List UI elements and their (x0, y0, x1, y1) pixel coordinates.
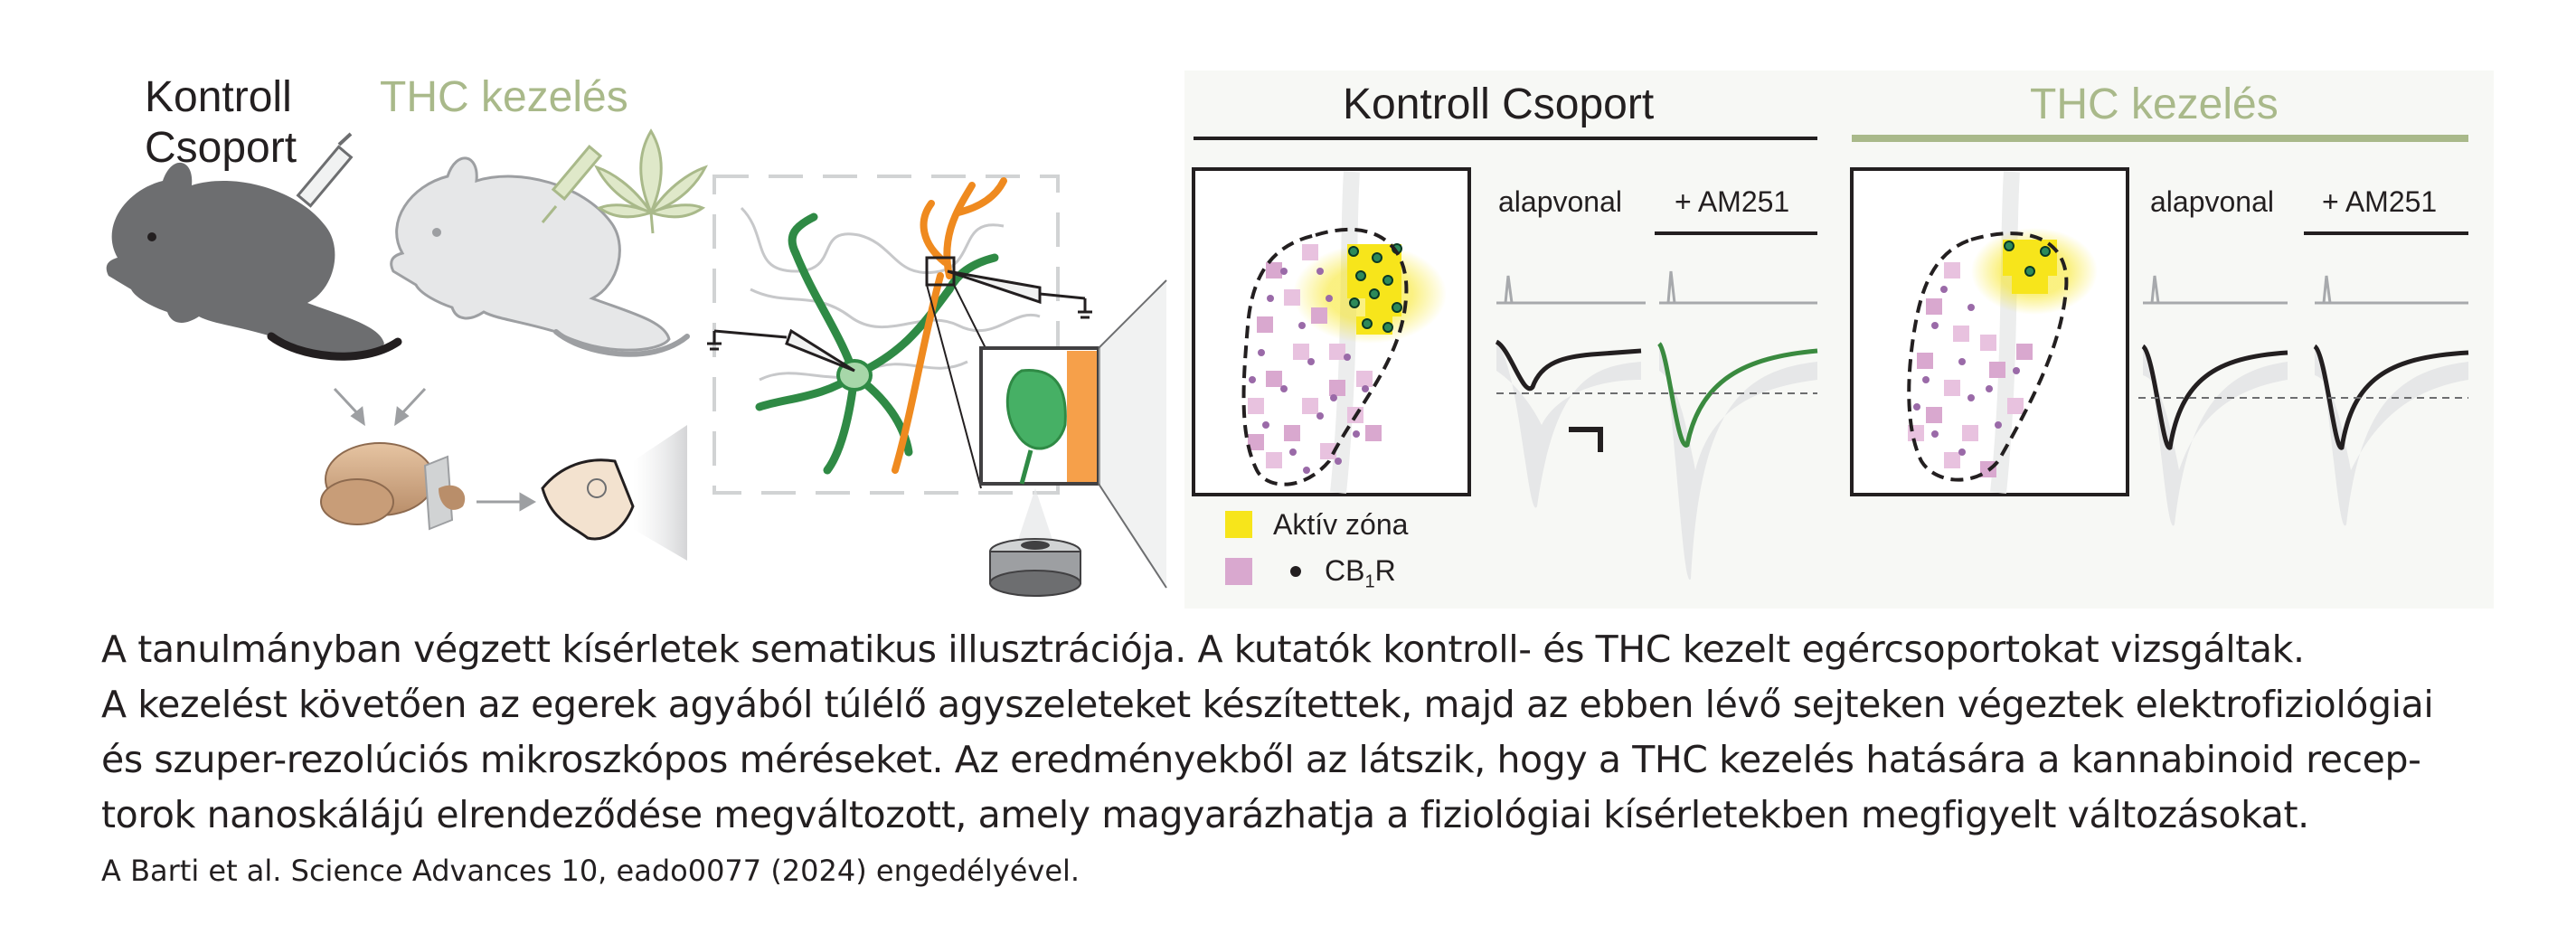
caption-line-2: A kezelést követően az egerek agyából tú… (101, 683, 2434, 726)
legend-cb1r-dot (1290, 566, 1301, 577)
figure-caption: A tanulmányban végzett kísérletek semati… (101, 622, 2543, 843)
caption-line-3: és szuper-rezolúciós mikroszkópos mérése… (101, 738, 2421, 781)
credit-line: A Barti et al. Science Advances 10, eado… (101, 854, 1080, 888)
cb1r-subscript: 1 (1364, 571, 1375, 592)
brain-slice-icon (541, 425, 687, 561)
legend-cb1r-swatch (1225, 558, 1252, 585)
thc-group-label: THC kezelés (380, 73, 628, 121)
legend-active-zone-swatch (1225, 511, 1252, 538)
scale-bar (1569, 427, 1603, 452)
control-label-line2: Csoport (145, 124, 297, 172)
legend-active-zone-label: Aktív zóna (1273, 508, 1409, 541)
thc-header: THC kezelés (2030, 80, 2279, 128)
syringe-icon (286, 132, 354, 232)
control-header: Kontroll Csoport (1343, 80, 1655, 128)
control-group-label: Kontroll Csoport (145, 72, 297, 174)
cb1r-suffix: R (1374, 554, 1396, 587)
control-am251-label: + AM251 (1675, 185, 1790, 218)
process-arrows (333, 387, 537, 512)
cannabis-leaf-icon (594, 128, 708, 234)
legend-cb1r-label: CB1R (1325, 554, 1396, 592)
patch-clamp-field (707, 175, 1092, 495)
thc-syringe-icon (541, 144, 603, 223)
microscope-objective-icon (989, 488, 1081, 597)
cb1r-prefix: CB (1325, 554, 1365, 587)
caption-line-1: A tanulmányban végzett kísérletek semati… (101, 628, 2305, 671)
thc-mouse (390, 128, 708, 357)
figure: Kontroll Csoport THC kezelés Kontroll Cs… (106, 72, 2469, 597)
thc-baseline-label: alapvonal (2150, 185, 2274, 218)
thc-am251-label: + AM251 (2322, 185, 2438, 218)
brain-icon (320, 442, 466, 531)
thc-baseline-trace (2141, 275, 2288, 526)
control-baseline-trace (1495, 275, 1646, 508)
synapse-inset (979, 279, 1167, 589)
caption-line-4: torok nanoskálájú elrendeződése megválto… (101, 793, 2309, 836)
control-baseline-label: alapvonal (1498, 185, 1622, 218)
thc-bouton-map (1850, 167, 2129, 496)
thc-am251-trace (2313, 275, 2469, 526)
figure-svg (106, 128, 2469, 597)
control-bouton-map (1192, 167, 1471, 496)
control-label-line1: Kontroll (145, 73, 292, 121)
control-am251-trace (1656, 270, 1818, 581)
control-mouse (106, 132, 402, 361)
